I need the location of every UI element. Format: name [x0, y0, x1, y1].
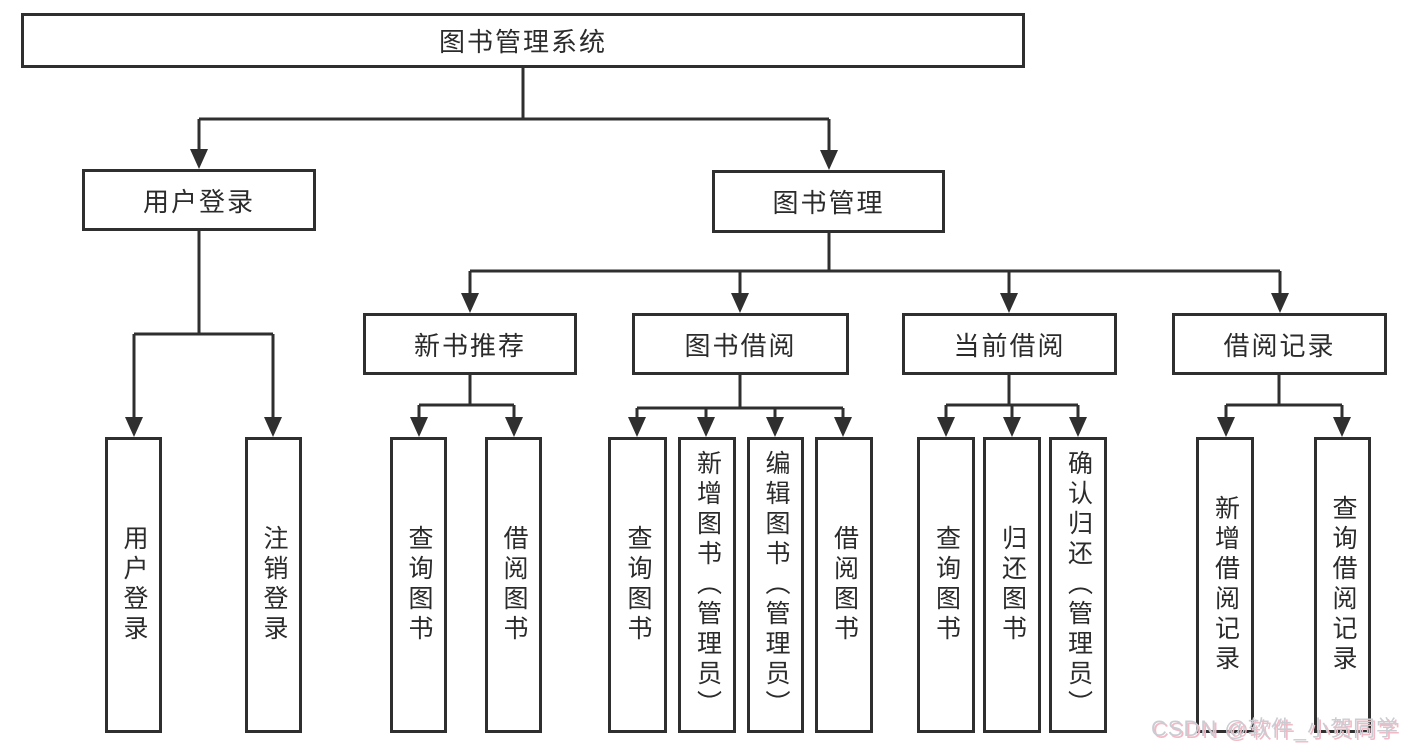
leaf-borrow-books-recommend: 借阅图书	[485, 437, 542, 733]
leaf-query-books-borrowing: 查询图书	[608, 437, 667, 733]
connector-lines	[132, 68, 1344, 419]
leaf-edit-book-admin-label: 编辑图书（管理员）	[762, 450, 790, 720]
leaf-edit-book-admin: 编辑图书（管理员）	[747, 437, 804, 733]
leaf-user-login-label: 用户登录	[120, 525, 148, 645]
node-current-borrowing-label: 当前借阅	[953, 330, 1066, 361]
leaf-user-login: 用户登录	[105, 437, 162, 733]
leaf-query-books-borrowing-label: 查询图书	[624, 525, 652, 645]
leaf-query-books-current: 查询图书	[917, 437, 975, 733]
leaf-logout-label: 注销登录	[260, 525, 288, 645]
node-new-book-recommend: 新书推荐	[363, 313, 577, 375]
leaf-add-book-admin: 新增图书（管理员）	[678, 437, 736, 733]
arrowhead-icons	[125, 149, 1351, 437]
node-book-management: 图书管理	[712, 170, 945, 233]
node-root: 图书管理系统	[21, 13, 1025, 68]
leaf-logout: 注销登录	[245, 437, 302, 733]
leaf-return-book: 归还图书	[983, 437, 1041, 733]
node-book-borrowing: 图书借阅	[632, 313, 849, 375]
leaf-add-book-admin-label: 新增图书（管理员）	[693, 450, 722, 720]
leaf-query-books-current-label: 查询图书	[932, 525, 961, 645]
leaf-borrow-books: 借阅图书	[815, 437, 873, 733]
node-borrowing-records-label: 借阅记录	[1223, 330, 1336, 361]
leaf-query-borrow-record-label: 查询借阅记录	[1329, 495, 1357, 675]
leaf-query-borrow-record: 查询借阅记录	[1314, 437, 1371, 733]
node-user-login: 用户登录	[82, 169, 316, 231]
leaf-query-books-recommend-label: 查询图书	[405, 525, 433, 645]
node-root-label: 图书管理系统	[438, 27, 607, 57]
leaf-confirm-return-admin: 确认归还（管理员）	[1049, 437, 1107, 733]
leaf-add-borrow-record-label: 新增借阅记录	[1211, 495, 1240, 675]
node-user-login-label: 用户登录	[142, 186, 255, 217]
csdn-watermark: CSDN @软件_小贺同学	[1150, 716, 1399, 741]
leaf-borrow-books-label: 借阅图书	[830, 525, 859, 645]
node-new-book-recommend-label: 新书推荐	[413, 330, 526, 361]
leaf-add-borrow-record: 新增借阅记录	[1196, 437, 1254, 733]
leaf-borrow-books-recommend-label: 借阅图书	[500, 525, 528, 645]
leaf-query-books-recommend: 查询图书	[390, 437, 447, 733]
leaf-confirm-return-admin-label: 确认归还（管理员）	[1064, 450, 1093, 720]
node-book-borrowing-label: 图书借阅	[684, 330, 797, 361]
leaf-return-book-label: 归还图书	[998, 525, 1027, 645]
node-current-borrowing: 当前借阅	[902, 313, 1117, 375]
node-borrowing-records: 借阅记录	[1172, 313, 1387, 375]
node-book-management-label: 图书管理	[772, 188, 885, 218]
